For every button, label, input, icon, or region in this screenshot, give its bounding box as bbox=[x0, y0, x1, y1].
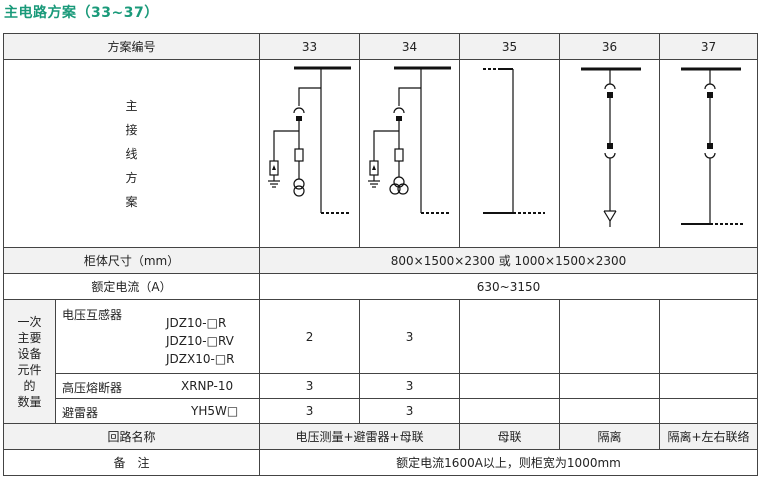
count-cell: 3 bbox=[359, 398, 461, 424]
count-cell bbox=[459, 299, 561, 374]
diagram-37 bbox=[659, 59, 759, 248]
device-cell-fuse: 高压熔断器 XRNP-10 bbox=[54, 373, 261, 399]
count-cell bbox=[459, 373, 561, 399]
count-cell bbox=[559, 398, 661, 424]
device-name: 电压互感器 bbox=[62, 308, 123, 322]
count-cell bbox=[459, 398, 561, 424]
rated-current-value: 630~3150 bbox=[259, 273, 759, 300]
rated-current-label: 额定电流（A） bbox=[2, 273, 261, 300]
count-cell bbox=[659, 299, 759, 374]
count-cell bbox=[559, 373, 661, 399]
diagram-label: 主 接 线 方 案 bbox=[2, 59, 261, 248]
equipment-group-label: 一次 主要 设备 元件 的 数量 bbox=[3, 299, 56, 424]
count-cell bbox=[559, 299, 661, 374]
schematic-36-icon bbox=[580, 67, 641, 227]
cabinet-size-row: 柜体尺寸（mm） 800×1500×2300 或 1000×1500×2300 bbox=[2, 247, 759, 274]
remarks-row: 备 注 额定电流1600A以上，则柜宽为1000mm bbox=[2, 449, 759, 476]
schematic-37-icon bbox=[680, 67, 743, 225]
cabinet-size-label: 柜体尺寸（mm） bbox=[2, 247, 261, 274]
device-cell-pt: 电压互感器 JDZ10-□R JDZ10-□RV JDZX10-□R bbox=[54, 299, 261, 374]
page-title: 主电路方案（33~37） bbox=[4, 5, 159, 21]
schematic-34-icon bbox=[367, 66, 451, 214]
cabinet-size-value: 800×1500×2300 或 1000×1500×2300 bbox=[259, 247, 759, 274]
equipment-row-pt: 一次 主要 设备 元件 的 数量 电压互感器 JDZ10-□R JDZ10-□R… bbox=[3, 299, 759, 424]
device-model: JDZ10-□RV bbox=[166, 334, 234, 348]
scheme-table: 方案编号 33 34 35 36 37 主 接 线 方 案 bbox=[2, 33, 759, 476]
diagram-35 bbox=[459, 59, 561, 248]
equipment-row-fuse: 高压熔断器 XRNP-10 3 3 bbox=[4, 373, 759, 399]
remarks-value: 额定电流1600A以上，则柜宽为1000mm bbox=[259, 449, 759, 476]
diagram-34 bbox=[359, 59, 461, 248]
circuit-name-label: 回路名称 bbox=[2, 423, 261, 450]
schematic-33-icon bbox=[267, 66, 351, 214]
count-cell bbox=[659, 398, 759, 424]
circuit-name-value: 隔离+左右联络 bbox=[659, 423, 759, 450]
count-cell: 3 bbox=[359, 299, 461, 374]
count-cell: 3 bbox=[259, 373, 361, 399]
count-cell bbox=[659, 373, 759, 399]
scheme-number: 35 bbox=[459, 33, 561, 60]
header-label: 方案编号 bbox=[2, 33, 261, 60]
device-name: 避雷器 bbox=[62, 406, 99, 420]
circuit-name-row: 回路名称 电压测量+避雷器+母联 母联 隔离 隔离+左右联络 bbox=[2, 423, 759, 450]
circuit-name-value: 电压测量+避雷器+母联 bbox=[259, 423, 461, 450]
circuit-name-value: 隔离 bbox=[559, 423, 661, 450]
count-cell: 2 bbox=[259, 299, 361, 374]
diagram-label-text: 主 接 线 方 案 bbox=[125, 98, 138, 209]
diagram-row: 主 接 线 方 案 bbox=[2, 59, 759, 248]
equipment-row-arrester: 避雷器 YH5W□ 3 3 bbox=[4, 398, 759, 424]
device-model: JDZ10-□R bbox=[166, 316, 227, 330]
device-model: YH5W□ bbox=[191, 404, 239, 418]
schematic-35-icon bbox=[482, 68, 545, 214]
scheme-number: 37 bbox=[659, 33, 759, 60]
count-cell: 3 bbox=[259, 398, 361, 424]
header-row: 方案编号 33 34 35 36 37 bbox=[2, 33, 759, 60]
scheme-number: 36 bbox=[559, 33, 661, 60]
device-model: XRNP-10 bbox=[181, 379, 234, 393]
scheme-number: 33 bbox=[259, 33, 361, 60]
device-model: JDZX10-□R bbox=[166, 352, 235, 366]
rated-current-row: 额定电流（A） 630~3150 bbox=[2, 273, 759, 300]
scheme-number: 34 bbox=[359, 33, 461, 60]
diagram-33 bbox=[259, 59, 361, 248]
device-cell-arrester: 避雷器 YH5W□ bbox=[54, 398, 261, 424]
count-cell: 3 bbox=[359, 373, 461, 399]
diagram-36 bbox=[559, 59, 661, 248]
remarks-label: 备 注 bbox=[2, 449, 261, 476]
device-name: 高压熔断器 bbox=[62, 381, 123, 395]
circuit-name-value: 母联 bbox=[459, 423, 561, 450]
